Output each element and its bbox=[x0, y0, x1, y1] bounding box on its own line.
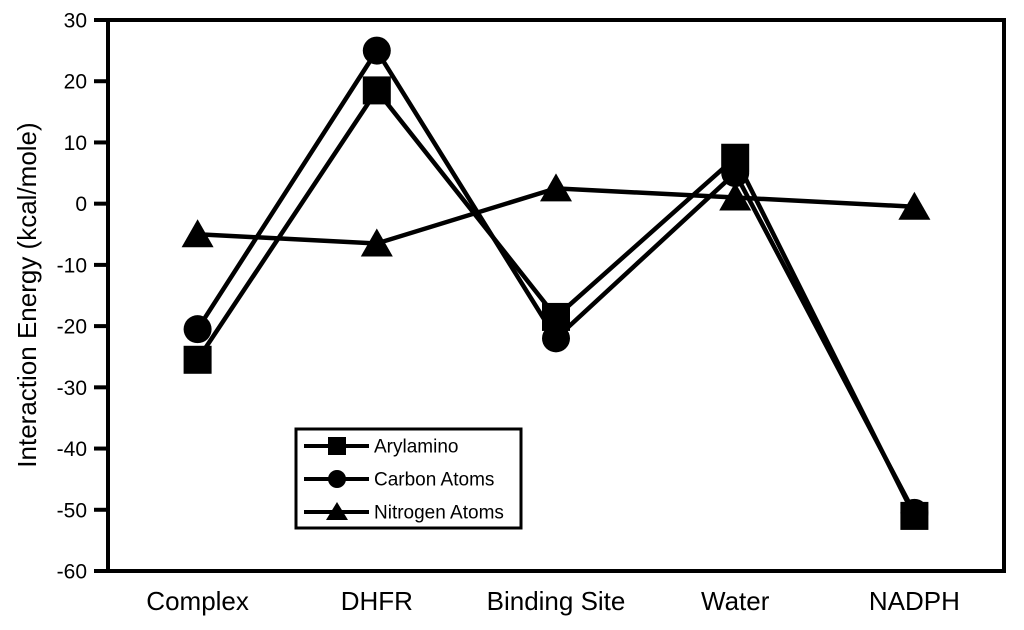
x-category-label: NADPH bbox=[869, 586, 960, 616]
marker-square bbox=[542, 302, 570, 331]
x-category-label: Complex bbox=[146, 586, 249, 616]
y-tick-label: -10 bbox=[57, 254, 87, 277]
plot-frame bbox=[106, 18, 1006, 573]
marker-square bbox=[183, 345, 212, 374]
legend-label: Arylamino bbox=[374, 437, 458, 458]
y-tick-label: 30 bbox=[64, 10, 87, 33]
y-tick-label: -50 bbox=[57, 499, 87, 522]
x-category-label: DHFR bbox=[341, 586, 413, 616]
y-tick-label: -20 bbox=[57, 316, 87, 339]
y-tick-label: 20 bbox=[64, 71, 87, 94]
marker-triangle bbox=[719, 182, 752, 211]
y-tick-label: -30 bbox=[57, 377, 87, 400]
y-tick-label: -60 bbox=[57, 561, 87, 584]
marker-circle bbox=[542, 324, 570, 353]
legend-label: Carbon Atoms bbox=[374, 470, 494, 491]
marker-triangle bbox=[898, 191, 931, 220]
marker-circle bbox=[362, 36, 391, 65]
marker-triangle bbox=[540, 173, 572, 202]
marker-triangle bbox=[360, 228, 393, 257]
legend-marker-square bbox=[328, 437, 346, 455]
marker-square bbox=[900, 501, 929, 530]
y-axis-title: Interaction Energy (kcal/mole) bbox=[12, 122, 42, 467]
legend-item: Nitrogen Atoms bbox=[304, 502, 504, 524]
x-category-label: Binding Site bbox=[487, 586, 626, 616]
marker-circle bbox=[183, 315, 212, 344]
legend-item: Arylamino bbox=[304, 437, 458, 458]
marker-triangle bbox=[181, 219, 214, 248]
y-tick-label: 0 bbox=[75, 193, 87, 216]
y-tick-label: -40 bbox=[57, 438, 87, 461]
marker-square bbox=[362, 76, 391, 105]
legend-marker-triangle bbox=[326, 502, 348, 520]
x-category-label: Water bbox=[701, 586, 770, 616]
marker-square bbox=[721, 143, 750, 172]
legend-item: Carbon Atoms bbox=[304, 470, 494, 491]
legend-marker-circle bbox=[328, 470, 346, 488]
y-tick-label: 10 bbox=[64, 132, 87, 155]
legend-label: Nitrogen Atoms bbox=[374, 503, 504, 524]
